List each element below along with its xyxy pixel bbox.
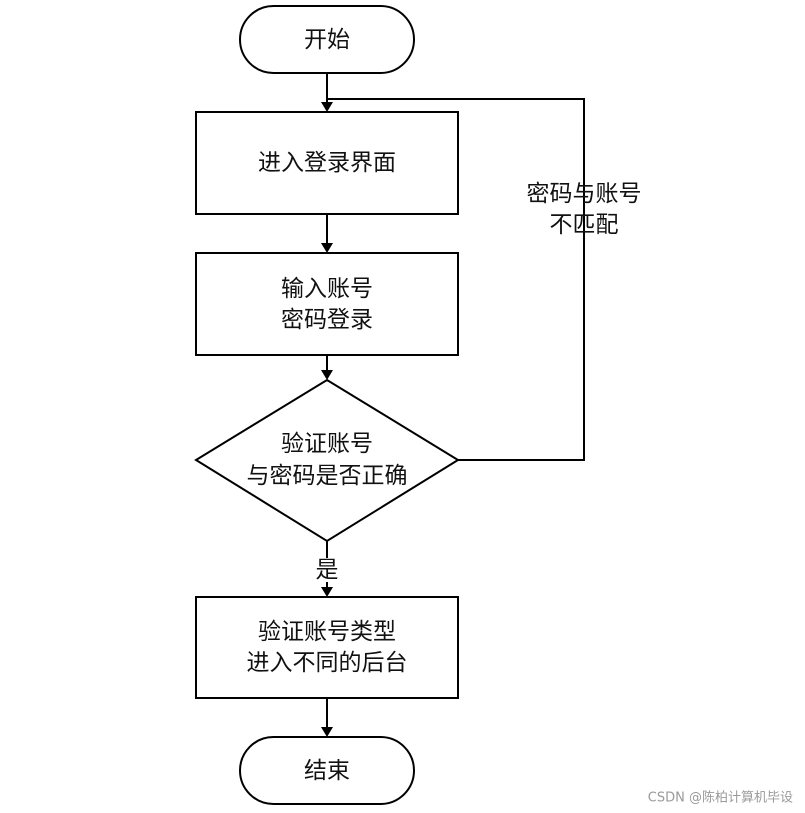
end-terminator: [239, 736, 415, 805]
node-login-page: 进入登录界面: [195, 111, 459, 215]
verify-type-box: [195, 596, 459, 699]
arrowhead-input-credentials: [321, 243, 333, 253]
arrowhead-verify-type: [321, 587, 333, 597]
start-label: 开始: [304, 27, 350, 53]
end-label: 结束: [304, 758, 350, 784]
arrowhead-verify: [321, 370, 333, 380]
verify-decision-diamond: [194, 378, 460, 543]
edge-label-yes: 是: [316, 557, 339, 583]
login-page-label: 进入登录界面: [258, 150, 396, 176]
verify-line-1: 验证账号: [281, 431, 373, 457]
watermark-text: CSDN @陈柏计算机毕设: [648, 790, 793, 806]
input-credentials-line-2: 密码登录: [281, 307, 373, 333]
input-credentials-line-1: 输入账号: [281, 276, 373, 302]
node-verify: 验证账号 与密码是否正确: [194, 378, 460, 543]
input-credentials-box: [195, 252, 459, 356]
verify-type-line-1: 验证账号类型: [258, 619, 396, 645]
edge-label-mismatch-line-1: 密码与账号: [527, 181, 642, 207]
edge-label-mismatch-line-2: 不匹配: [550, 212, 619, 238]
verify-type-line-2: 进入不同的后台: [247, 650, 408, 676]
connectors: [321, 73, 585, 737]
arrowhead-login-page: [321, 102, 333, 112]
edge-mismatch-loop: [327, 98, 585, 461]
node-input-credentials: 输入账号 密码登录: [195, 252, 459, 356]
node-end: 结束: [239, 736, 415, 805]
verify-line-2: 与密码是否正确: [247, 463, 408, 489]
login-page-box: [195, 111, 459, 215]
node-verify-type: 验证账号类型 进入不同的后台: [195, 596, 459, 699]
arrowhead-end: [321, 727, 333, 737]
node-start: 开始: [239, 5, 415, 74]
start-terminator: [239, 5, 415, 74]
